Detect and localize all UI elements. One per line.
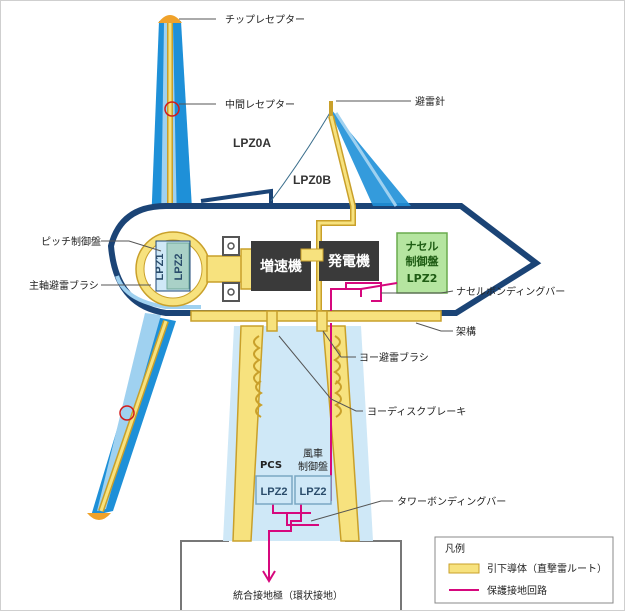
nacelle-control-line2: 制御盤 — [406, 254, 440, 268]
lpz1-label: LPZ1 — [154, 254, 166, 281]
top-middle-receptor-icon — [164, 101, 180, 117]
turbine-control-line1: 風車 — [303, 447, 323, 460]
lower-blade-light — [97, 313, 161, 511]
pcs-panel — [255, 475, 293, 505]
lower-middle-receptor-icon — [119, 405, 135, 421]
bearing-upper-dot — [227, 242, 235, 250]
lpz0a-label: LPZ0A — [233, 136, 271, 150]
top-tip-receptor-icon — [158, 15, 182, 23]
integrated-ground-label: 統合接地極（環状接地） — [233, 589, 343, 602]
main-shaft — [206, 255, 246, 283]
bearing-upper — [222, 236, 240, 256]
legend-swatch-conductor — [448, 563, 480, 574]
pitch-control-label: ピッチ制御盤 — [41, 235, 101, 248]
yaw-disc-brake-label: ヨーディスクブレーキ — [367, 405, 466, 418]
grounding-arrow — [262, 570, 276, 583]
control-lpz-label: LPZ2 — [300, 486, 327, 498]
legend: 凡例 引下導体（直撃雷ルート） 保護接地回路 — [434, 536, 614, 604]
tower-bonding-bar-label: タワーボンディングバー — [397, 495, 506, 508]
pcs-lpz-label: LPZ2 — [261, 486, 288, 498]
rod-glow — [334, 112, 398, 207]
bearing-lower — [222, 282, 240, 302]
lpz2-hub-label: LPZ2 — [173, 254, 185, 281]
nacelle-grounding-circuit — [330, 282, 382, 311]
yaw-coils — [253, 335, 342, 418]
legend-title: 凡例 — [445, 542, 465, 555]
coupling — [300, 248, 324, 262]
lpz0b-label: LPZ0B — [293, 173, 331, 187]
legend-item-grounding: 保護接地回路 — [487, 584, 547, 597]
frame-label: 架構 — [456, 325, 476, 338]
gearbox-label: 増速機 — [260, 258, 302, 275]
nacelle-control-line3: LPZ2 — [407, 272, 438, 285]
yaw-brush-right — [316, 310, 328, 332]
generator-box — [319, 241, 379, 281]
turbine-control-line2: 制御盤 — [298, 460, 328, 473]
yaw-brush-left — [266, 310, 278, 332]
nacelle-bonding-bar-label: ナセルボンディングバー — [456, 285, 565, 298]
lightning-rod-label: 避雷針 — [415, 95, 445, 108]
nacelle-frame — [190, 310, 442, 322]
turbine-control-panel — [294, 475, 332, 505]
yaw-brush-label: ヨー避雷ブラシ — [359, 351, 429, 364]
main-shaft-brush-label: 主軸避雷ブラシ — [29, 279, 99, 292]
bonding-bar-wires — [272, 501, 319, 526]
leader-lines — [101, 18, 454, 522]
lpz2-box — [166, 242, 190, 290]
lower-tip-receptor-icon — [87, 513, 111, 520]
nacelle-grounding-link — [360, 282, 398, 290]
pcs-label: PCS — [260, 460, 282, 471]
generator-label: 発電機 — [327, 253, 370, 270]
rod-wedge — [331, 109, 411, 206]
middle-receptor-label: 中間レセプター — [225, 98, 295, 111]
nacelle-control-line1: ナセル — [406, 240, 439, 253]
tip-receptor-label: チップレセプター — [225, 14, 305, 26]
bearing-lower-dot — [227, 288, 235, 296]
nacelle-bottom-glow — [115, 275, 201, 309]
legend-item-conductor: 引下導体（直撃雷ルート） — [487, 562, 607, 575]
protection-arc — [270, 110, 332, 202]
